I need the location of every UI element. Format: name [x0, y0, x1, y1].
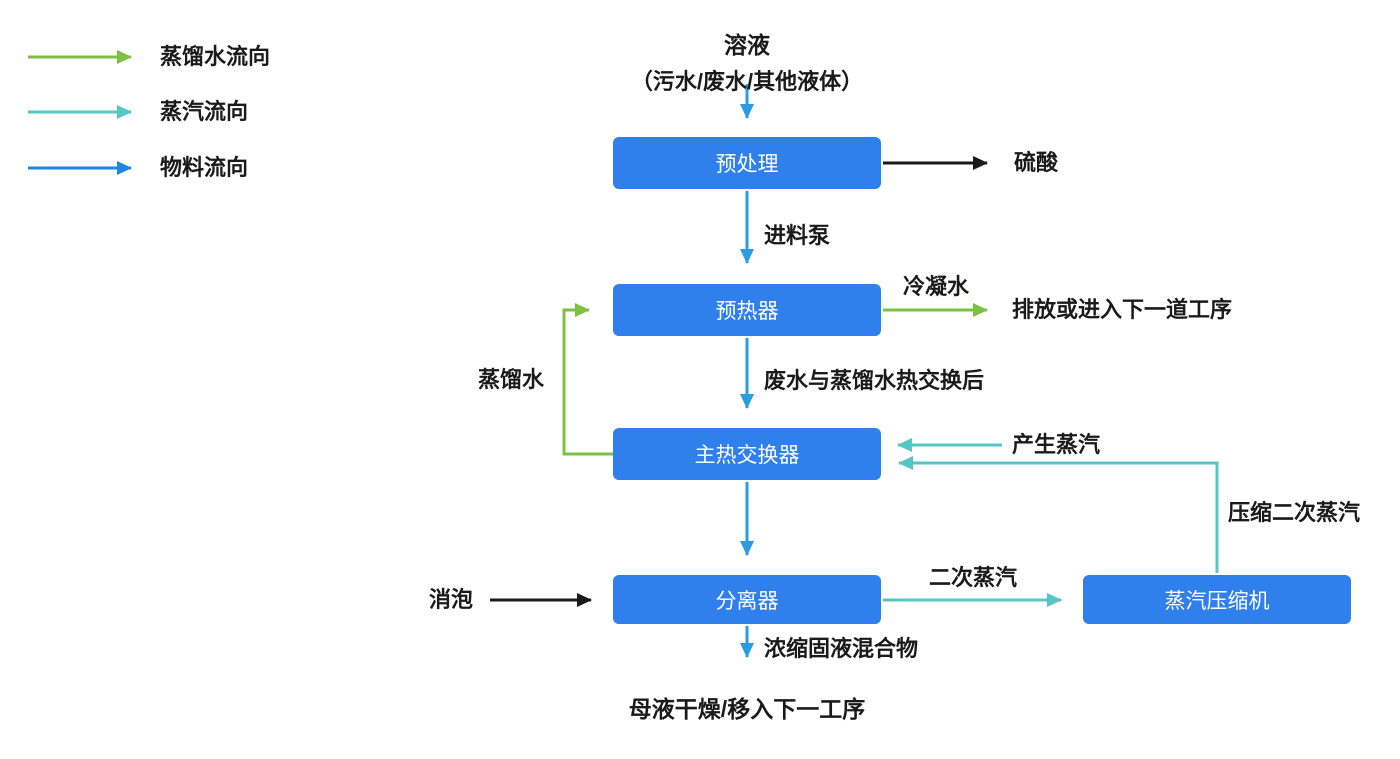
label-feed-pump: 进料泵: [764, 222, 831, 248]
arrow-compressed-secondary-steam: [898, 456, 1219, 573]
source-title-line1: 溶液: [723, 32, 770, 58]
label-defoam: 消泡: [429, 586, 474, 612]
legend-label-distilled-water: 蒸馏水流向: [160, 43, 271, 69]
source-title: 溶液 （污水/废水/其他液体）: [631, 26, 863, 96]
node-steam-compressor: 蒸汽压缩机: [1083, 575, 1351, 624]
label-concentrated-mixture: 浓缩固液混合物: [764, 635, 919, 661]
node-pretreatment: 预处理: [613, 137, 881, 189]
arrow-distilled-water-loop: [562, 303, 613, 456]
legend-label-steam: 蒸汽流向: [160, 98, 249, 124]
node-separator: 分离器: [613, 575, 881, 624]
legend-label-material: 物料流向: [160, 154, 249, 180]
label-compressed-secondary-steam: 压缩二次蒸汽: [1228, 499, 1361, 525]
label-sulfuric-acid: 硫酸: [1014, 149, 1059, 175]
node-main-heat-exchanger: 主热交换器: [613, 428, 881, 480]
label-discharge-next-step: 排放或进入下一道工序: [1012, 296, 1233, 322]
label-generated-steam: 产生蒸汽: [1012, 431, 1101, 457]
label-after-heat-exchange: 废水与蒸馏水热交换后: [764, 367, 985, 393]
label-distilled-water: 蒸馏水: [478, 366, 545, 392]
node-preheater: 预热器: [613, 284, 881, 336]
source-title-line2: （污水/废水/其他液体）: [630, 69, 864, 94]
label-mother-liquor-next: 母液干燥/移入下一工序: [628, 696, 866, 722]
label-secondary-steam: 二次蒸汽: [928, 564, 1018, 590]
label-condensate: 冷凝水: [902, 273, 970, 299]
